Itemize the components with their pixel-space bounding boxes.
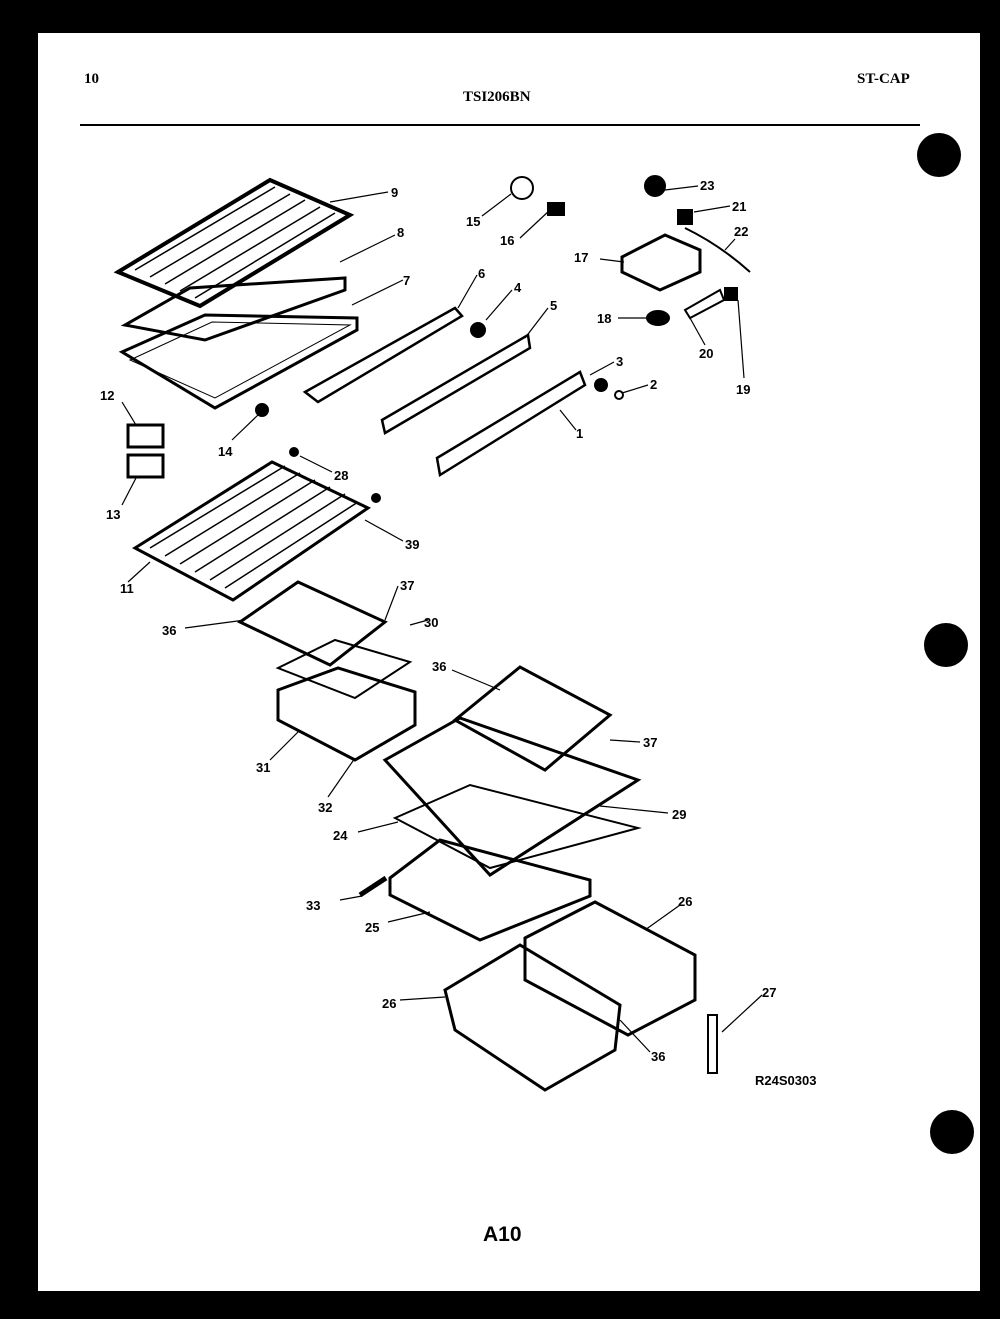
callout-5: 5: [550, 298, 557, 313]
header-rule: [80, 124, 920, 126]
page-label: A10: [483, 1223, 522, 1246]
part-27-divider: [707, 1014, 718, 1074]
part-21-switch: [677, 209, 693, 225]
part-1-rail: [435, 370, 587, 478]
part-2-screw: [614, 390, 624, 400]
part-19-thermostat: [724, 287, 738, 301]
parts-diagram-page: 10 TSI206BN ST-CAP: [38, 33, 980, 1291]
part-36-shelf-upper: [452, 665, 613, 772]
callout-22: 22: [734, 224, 748, 239]
callout-15: 15: [466, 214, 480, 229]
callout-16: 16: [500, 233, 514, 248]
callout-9: 9: [391, 185, 398, 200]
callout-27: 27: [762, 985, 776, 1000]
callout-37-a: 37: [400, 578, 414, 593]
part-15-lamp-bulb: [510, 176, 534, 200]
part-16-lamp-socket: [547, 202, 565, 216]
part-3-nut: [594, 378, 608, 392]
model-number: TSI206BN: [463, 89, 531, 105]
section-code: ST-CAP: [857, 71, 910, 87]
diagram-reference-code: R24S0303: [755, 1073, 817, 1088]
callout-36-b: 36: [432, 659, 446, 674]
part-6-bracket: [302, 306, 464, 404]
part-8-shelf-frame: [120, 276, 347, 342]
part-13-clip: [126, 453, 165, 479]
callout-2: 2: [650, 377, 657, 392]
part-12-clip: [126, 423, 165, 449]
callout-29: 29: [672, 807, 686, 822]
callout-6: 6: [478, 266, 485, 281]
callout-7: 7: [403, 273, 410, 288]
callout-25: 25: [365, 920, 379, 935]
callout-30: 30: [424, 615, 438, 630]
part-5-rail: [380, 332, 532, 435]
page-number: 10: [84, 71, 99, 87]
part-26-crisper-right: [523, 900, 697, 1037]
part-22-wire: [684, 227, 751, 273]
callout-17: 17: [574, 250, 588, 265]
callout-26-a: 26: [678, 894, 692, 909]
callout-20: 20: [699, 346, 713, 361]
part-26-crisper-left: [443, 943, 622, 1092]
binder-hole-bottom: [930, 1110, 974, 1154]
callout-14: 14: [218, 444, 233, 459]
part-23-cap: [644, 175, 666, 197]
callout-12: 12: [100, 388, 114, 403]
binder-hole-middle: [924, 623, 968, 667]
part-17-control-housing: [620, 233, 702, 292]
callout-18: 18: [597, 311, 611, 326]
binder-hole-top: [917, 133, 961, 177]
part-18-knob: [646, 310, 670, 326]
part-28-screw: [289, 447, 299, 457]
part-24-cover: [392, 783, 642, 870]
part-20-bracket: [683, 288, 726, 320]
callout-24: 24: [333, 828, 348, 843]
part-4-nut: [470, 322, 486, 338]
callout-23: 23: [700, 178, 714, 193]
callout-13: 13: [106, 507, 120, 522]
callout-36-a: 36: [162, 623, 176, 638]
part-31-pan: [276, 666, 417, 762]
callout-28: 28: [334, 468, 348, 483]
callout-26-b: 26: [382, 996, 396, 1011]
callout-33: 33: [306, 898, 320, 913]
callout-1: 1: [576, 426, 583, 441]
callout-8: 8: [397, 225, 404, 240]
callout-32: 32: [318, 800, 332, 815]
callout-19: 19: [736, 382, 750, 397]
part-callouts: 9 8 7 6 4 5 3 2 1 15 16 17 18 19 20 21 2…: [100, 178, 776, 1064]
callout-39: 39: [405, 537, 419, 552]
part-25-frame: [388, 838, 592, 942]
part-7-shelf-tray: [118, 313, 359, 410]
callout-11: 11: [120, 581, 134, 596]
part-33-rod: [358, 875, 388, 898]
part-14-plug: [255, 403, 269, 417]
part-30-glass-panel: [275, 638, 413, 700]
part-11-wire-shelf: [132, 460, 371, 602]
callout-31: 31: [256, 760, 270, 775]
part-9-freezer-shelf: [113, 177, 355, 309]
callout-4: 4: [514, 280, 522, 295]
part-29-shelf: [382, 716, 642, 877]
part-28-screw-b: [371, 493, 381, 503]
part-37-small-shelf: [237, 580, 388, 667]
callout-36-c: 36: [651, 1049, 665, 1064]
exploded-view-drawing: 9 8 7 6 4 5 3 2 1 15 16 17 18 19 20 21 2…: [100, 175, 776, 1092]
callout-37-b: 37: [643, 735, 657, 750]
callout-21: 21: [732, 199, 746, 214]
callout-3: 3: [616, 354, 623, 369]
